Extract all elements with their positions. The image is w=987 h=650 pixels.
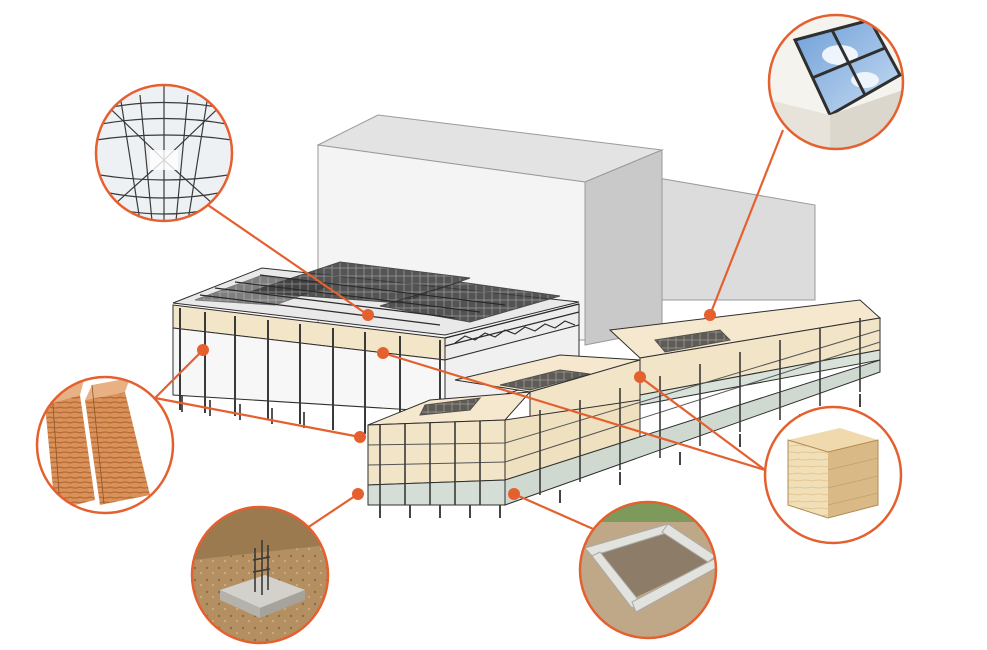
anchor-dot-hall-panel xyxy=(377,347,389,359)
clt-panel-detail xyxy=(763,405,903,545)
anchor-dot-wing-panel xyxy=(634,371,646,383)
strip-foundation-detail xyxy=(578,500,718,640)
anchor-dot-hall-column xyxy=(197,344,209,356)
anchor-dot-wing-column xyxy=(354,431,366,443)
anchor-dot-footing xyxy=(352,488,364,500)
timber-wing-structure xyxy=(367,299,882,518)
steel-roof-photo-icon xyxy=(96,85,232,221)
clt-block-photo-icon xyxy=(765,407,901,543)
anchor-dot-skylight xyxy=(704,309,716,321)
callout-anchor-dots xyxy=(197,309,716,500)
skylight-photo-icon xyxy=(769,15,903,149)
glulam-beam-detail xyxy=(35,375,175,515)
anchor-dot-foundation xyxy=(508,488,520,500)
pad-footing-photo-icon xyxy=(192,507,328,643)
skylight-detail xyxy=(767,13,905,151)
anchor-dot-roof xyxy=(362,309,374,321)
leader-lines xyxy=(154,129,785,534)
steel-truss-roof-detail xyxy=(94,83,234,223)
pad-footing-detail xyxy=(190,505,330,645)
glulam-timber-photo-icon xyxy=(37,377,173,513)
